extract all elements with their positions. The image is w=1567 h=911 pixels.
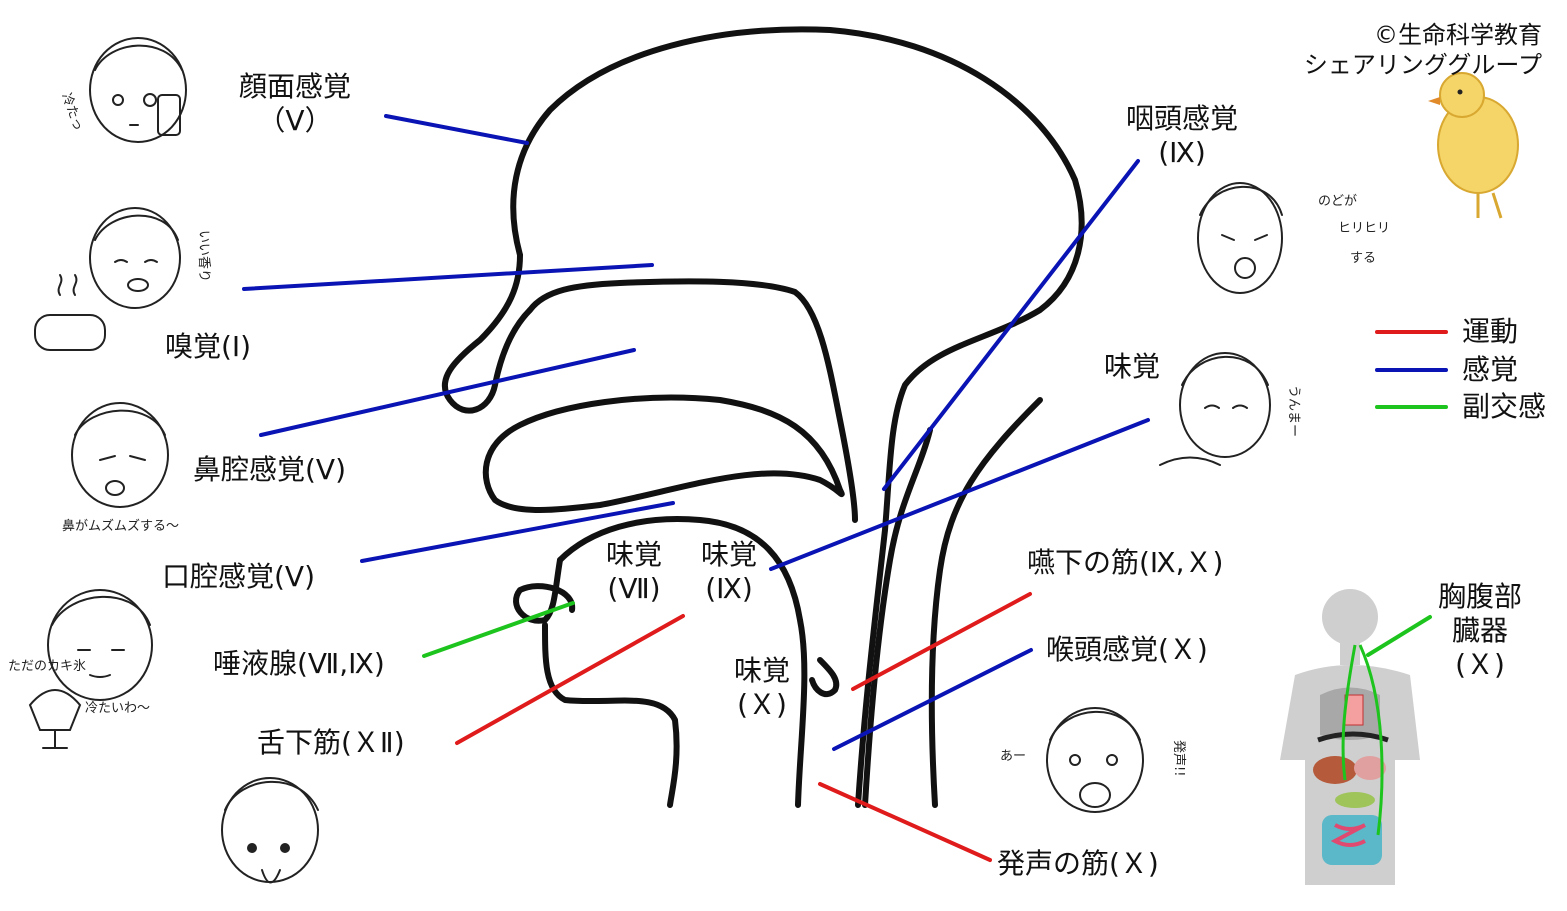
neck-back-contour [928, 397, 1043, 808]
copyright-block: ©生命科学教育 シェアリンググループ [1304, 20, 1542, 80]
label-taste-vii-nerve: (Ⅶ) [607, 572, 661, 605]
handwriting-throat-3: する [1350, 251, 1376, 266]
label-smell: 嗅覚(Ⅰ) [165, 330, 252, 363]
line-face-sense [384, 114, 529, 145]
legend-label-parasympathetic: 副交感 [1462, 390, 1547, 423]
label-thoracoabdominal-nerve: (Ｘ) [1455, 648, 1505, 681]
handwriting-ah: あー [1000, 749, 1026, 764]
copyright-line-2: シェアリンググループ [1303, 51, 1542, 79]
palate-shape [482, 394, 845, 513]
torso-organs-illustration [1280, 589, 1420, 885]
legend-label-motor: 運動 [1462, 315, 1519, 348]
face-cold-drink-illustration: 冷たっ [58, 37, 187, 143]
label-larynx-sense: 喉頭感覚(Ｘ) [1046, 633, 1208, 666]
copyright-line-1: ©生命科学教育 [1374, 21, 1542, 49]
nerve-lines [242, 114, 1432, 862]
line-nasal-sense [259, 348, 636, 437]
label-taste-x-nerve: (Ｘ) [737, 688, 787, 721]
label-thoracoabdominal: 胸腹部 臓器 (Ｘ) [1420, 580, 1540, 682]
chick-illustration [1428, 72, 1519, 219]
handwriting-fragrance: いい香り [196, 230, 211, 282]
face-ah-illustration: あー 発声!! [1000, 707, 1186, 813]
label-pharynx-sense-nerve: (Ⅸ) [1158, 136, 1206, 169]
label-phonation: 発声の筋(Ｘ) [997, 847, 1159, 880]
label-thoracoabdominal-line2: 臓器 [1451, 614, 1508, 647]
line-smell [242, 263, 654, 291]
handwriting-yummy: うんまー [1286, 385, 1301, 437]
handwriting-nose-itch: 鼻がムズムズする〜 [62, 518, 179, 534]
line-hypoglossal [455, 614, 685, 745]
label-hypoglossal: 舌下筋(ＸⅡ) [257, 726, 405, 759]
nasal-cavity-roof [527, 278, 858, 523]
label-salivary: 唾液腺(Ⅶ,Ⅸ) [213, 647, 385, 680]
legend-lines [1375, 330, 1448, 409]
label-taste-ix-name: 味覚 [700, 538, 757, 571]
legend-label-sensory: 感覚 [1462, 353, 1519, 386]
handwriting-cold2: 冷たいわ〜 [85, 701, 150, 716]
face-throat-illustration: のどが ヒリヒリ する [1197, 182, 1390, 294]
label-pharynx-sense: 咽頭感覚 (Ⅸ) [1112, 102, 1252, 170]
label-taste-right: 味覚 [1104, 350, 1161, 383]
label-thoracoabdominal-line1: 胸腹部 [1437, 580, 1522, 613]
chin-contour [542, 622, 680, 808]
cartoon-faces: 冷たっ いい香り 鼻がムズムズする〜 [8, 37, 1390, 884]
face-smell-illustration: いい香り [34, 207, 211, 351]
label-taste-ix: 味覚 (Ⅸ) [684, 538, 774, 606]
face-nose-itch-illustration: 鼻がムズムズする〜 [62, 402, 179, 534]
inner-throat-contour [862, 427, 933, 808]
tongue-contour [557, 516, 808, 808]
epiglottis [809, 657, 840, 698]
face-shaved-ice-illustration: ただのカキ氷 冷たいわ〜 [8, 589, 153, 749]
label-taste-ix-nerve: (Ⅸ) [705, 572, 753, 605]
head-outer-contour [510, 26, 1085, 808]
line-phonation [818, 782, 992, 862]
handwriting-throat-2: ヒリヒリ [1338, 221, 1390, 236]
label-swallow: 嚥下の筋(Ⅸ,Ｘ) [1027, 546, 1224, 579]
label-nasal-sense: 鼻腔感覚(Ⅴ) [193, 453, 347, 486]
line-thoracoabdominal [1366, 615, 1432, 657]
label-face-sense: 顔面感覚 （Ⅴ） [225, 70, 365, 138]
lip-contour [513, 557, 576, 624]
label-taste-vii-name: 味覚 [605, 538, 662, 571]
head-outline [441, 26, 1085, 808]
label-face-sense-name: 顔面感覚 [238, 70, 351, 103]
line-oral-sense [360, 501, 675, 563]
face-tongue-illustration [221, 777, 319, 884]
line-larynx-sense [832, 648, 1033, 751]
label-taste-x-name: 味覚 [733, 654, 790, 687]
handwriting-throat-1: のどが [1318, 194, 1357, 209]
label-pharynx-sense-name: 咽頭感覚 [1125, 102, 1238, 135]
face-yummy-illustration: うんまー [1159, 352, 1301, 466]
handwriting-voice: 発声!! [1171, 740, 1186, 776]
line-swallow [851, 592, 1032, 691]
label-taste-x: 味覚 (Ｘ) [722, 654, 802, 722]
nose-contour [441, 252, 533, 414]
label-oral-sense: 口腔感覚(Ⅴ) [162, 560, 316, 593]
line-salivary [422, 601, 575, 658]
line-pharynx-sense [882, 159, 1140, 491]
handwriting-shaved-ice: ただのカキ氷 [8, 659, 86, 674]
line-taste-ix [769, 418, 1150, 571]
label-face-sense-nerve: （Ⅴ） [257, 104, 333, 137]
handwriting-cold: 冷たっ [58, 91, 85, 133]
label-taste-vii: 味覚 (Ⅶ) [594, 538, 674, 606]
